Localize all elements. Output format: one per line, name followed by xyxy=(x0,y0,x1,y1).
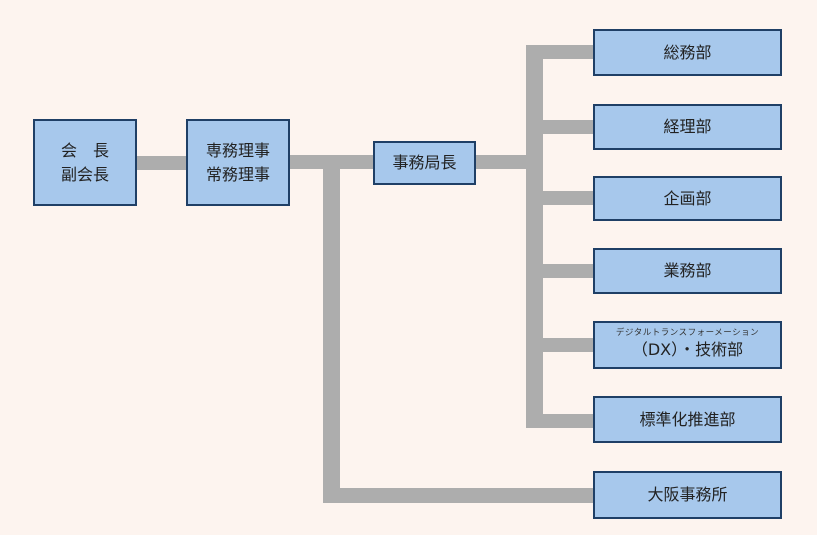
connector-secretary-spine xyxy=(474,155,543,169)
connector-department-spine xyxy=(526,45,543,428)
connector-branch-soumu xyxy=(526,45,595,59)
department-box-soumu: 総務部 xyxy=(593,29,782,76)
chairman-label: 会 長 xyxy=(60,141,109,161)
connector-branch-keiri xyxy=(526,120,595,134)
department-label: （DX）・技術部 xyxy=(631,340,744,360)
secretary-general-box: 事務局長 xyxy=(373,141,476,185)
connector-osaka-horizontal xyxy=(323,488,595,503)
department-box-dx: デジタルトランスフォーメーション （DX）・技術部 xyxy=(593,321,782,369)
connector-chairman-directors xyxy=(136,156,188,170)
connector-branch-kikaku xyxy=(526,191,595,205)
department-box-kikaku: 企画部 xyxy=(593,176,782,221)
department-label: 経理部 xyxy=(663,117,712,137)
directors-box: 専務理事 常務理事 xyxy=(186,119,290,206)
department-label: 業務部 xyxy=(663,261,712,281)
department-label: 標準化推進部 xyxy=(639,409,736,429)
connector-branch-dx xyxy=(526,338,595,352)
department-box-hyojunka: 標準化推進部 xyxy=(593,396,782,443)
department-label: 総務部 xyxy=(663,42,712,62)
osaka-office-label: 大阪事務所 xyxy=(647,485,728,505)
connector-branch-hyojunka xyxy=(526,414,595,428)
department-label: 企画部 xyxy=(663,188,712,208)
department-box-keiri: 経理部 xyxy=(593,104,782,150)
senior-managing-director-label: 専務理事 xyxy=(205,141,270,161)
chairman-box: 会 長 副会長 xyxy=(33,119,137,206)
osaka-office-box: 大阪事務所 xyxy=(593,471,782,519)
department-box-gyomu: 業務部 xyxy=(593,248,782,294)
managing-director-label: 常務理事 xyxy=(205,164,270,184)
connector-osaka-vertical xyxy=(323,155,340,503)
secretary-general-label: 事務局長 xyxy=(392,153,457,173)
department-ruby: デジタルトランスフォーメーション xyxy=(615,327,760,338)
connector-branch-gyomu xyxy=(526,264,595,278)
vice-chairman-label: 副会長 xyxy=(60,164,109,184)
